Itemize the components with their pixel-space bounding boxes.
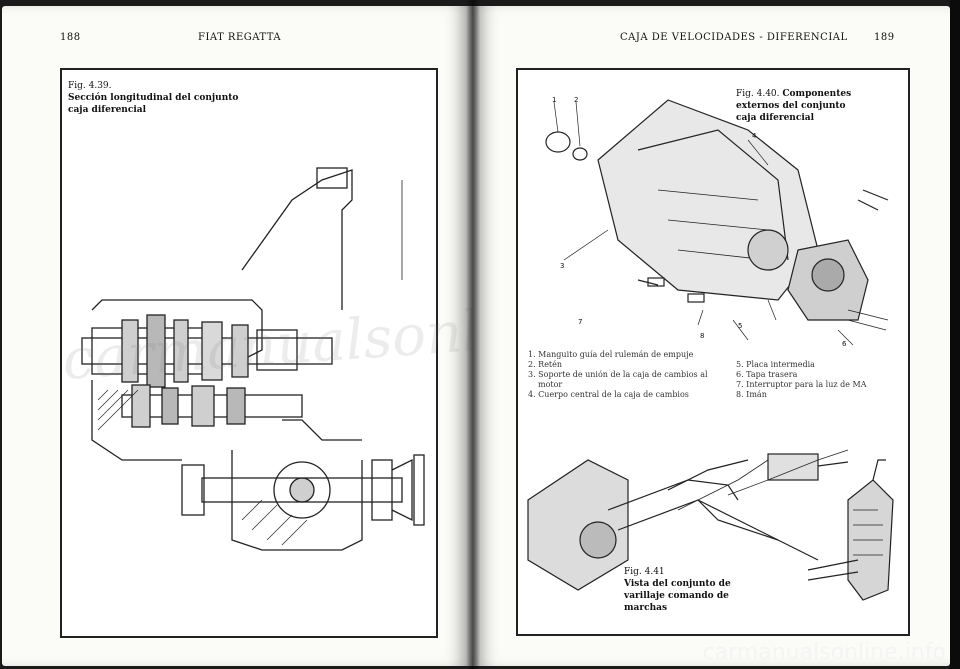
figure-4-39-title-line1: Sección longitudinal del conjunto — [68, 93, 239, 103]
right-page-number: 189 — [874, 32, 895, 43]
figure-4-40-legend-right: 5. Placa intermedia 6. Tapa trasera 7. I… — [736, 360, 867, 400]
figure-4-40-caption: Fig. 4.40. Componentes externos del conj… — [736, 88, 851, 124]
legend-item-7: 7. Interruptor para la luz de MA — [736, 380, 867, 389]
callout-1: 1 — [552, 96, 557, 104]
figure-4-40-frame: Fig. 4.40. Componentes externos del conj… — [516, 68, 910, 636]
gearbox-section-drawing — [81, 167, 425, 551]
right-running-head: CAJA DE VELOCIDADES - DIFERENCIAL — [620, 32, 848, 43]
figure-4-41-title-line1: Vista del conjunto de — [624, 579, 731, 589]
legend-item-6: 6. Tapa trasera — [736, 370, 798, 379]
figure-4-39-label: Fig. 4.39. — [68, 81, 112, 91]
figure-4-40-title-line3: caja diferencial — [736, 113, 815, 123]
figure-4-41-label: Fig. 4.41 — [624, 567, 665, 577]
callout-8: 8 — [700, 332, 705, 340]
figure-4-39-frame: Fig. 4.39. Sección longitudinal del conj… — [60, 68, 438, 638]
left-page: 188 FIAT REGATTA Fig. 4.39. Sección long… — [2, 6, 472, 666]
figure-4-41-title-line2: varillaje comando de — [624, 591, 729, 601]
site-label: carmanualsonline.info — [702, 640, 946, 665]
legend-item-3: 3. Soporte de unión de la caja de cambio… — [528, 370, 708, 379]
figure-4-40-label: Fig. 4.40. — [736, 89, 780, 99]
callout-2: 2 — [574, 96, 579, 104]
right-page: CAJA DE VELOCIDADES - DIFERENCIAL 189 Fi… — [472, 6, 950, 666]
callout-7: 7 — [578, 318, 583, 326]
figure-4-39-title-line2: caja diferencial — [68, 105, 147, 115]
figure-4-39-caption: Fig. 4.39. Sección longitudinal del conj… — [68, 80, 238, 116]
left-page-number: 188 — [60, 32, 81, 43]
legend-item-1: 1. Manguito guía del rulemán de empuje — [528, 350, 694, 359]
callout-5: 5 — [738, 322, 743, 330]
gearbox-exploded-drawing — [545, 99, 889, 346]
legend-item-3-cont: motor — [538, 380, 563, 389]
page-edge — [950, 0, 960, 669]
legend-item-8: 8. Imán — [736, 390, 767, 399]
legend-item-5: 5. Placa intermedia — [736, 360, 815, 369]
callout-4: 4 — [752, 132, 757, 140]
left-running-head: FIAT REGATTA — [198, 32, 282, 43]
figure-4-40-title-line2: externos del conjunto — [736, 101, 846, 111]
legend-item-4: 4. Cuerpo central de la caja de cambios — [528, 390, 689, 399]
figure-4-40-title-first: Componentes — [782, 89, 852, 99]
book-gutter — [466, 0, 480, 669]
figure-4-41-title-line3: marchas — [624, 603, 668, 613]
figure-4-40-legend-left: 1. Manguito guía del rulemán de empuje 2… — [528, 350, 708, 400]
shift-linkage-drawing — [527, 449, 894, 601]
callout-3: 3 — [560, 262, 565, 270]
callout-6: 6 — [842, 340, 847, 348]
legend-item-2: 2. Retén — [528, 360, 563, 369]
figure-4-41-caption: Fig. 4.41 Vista del conjunto de varillaj… — [624, 566, 731, 614]
